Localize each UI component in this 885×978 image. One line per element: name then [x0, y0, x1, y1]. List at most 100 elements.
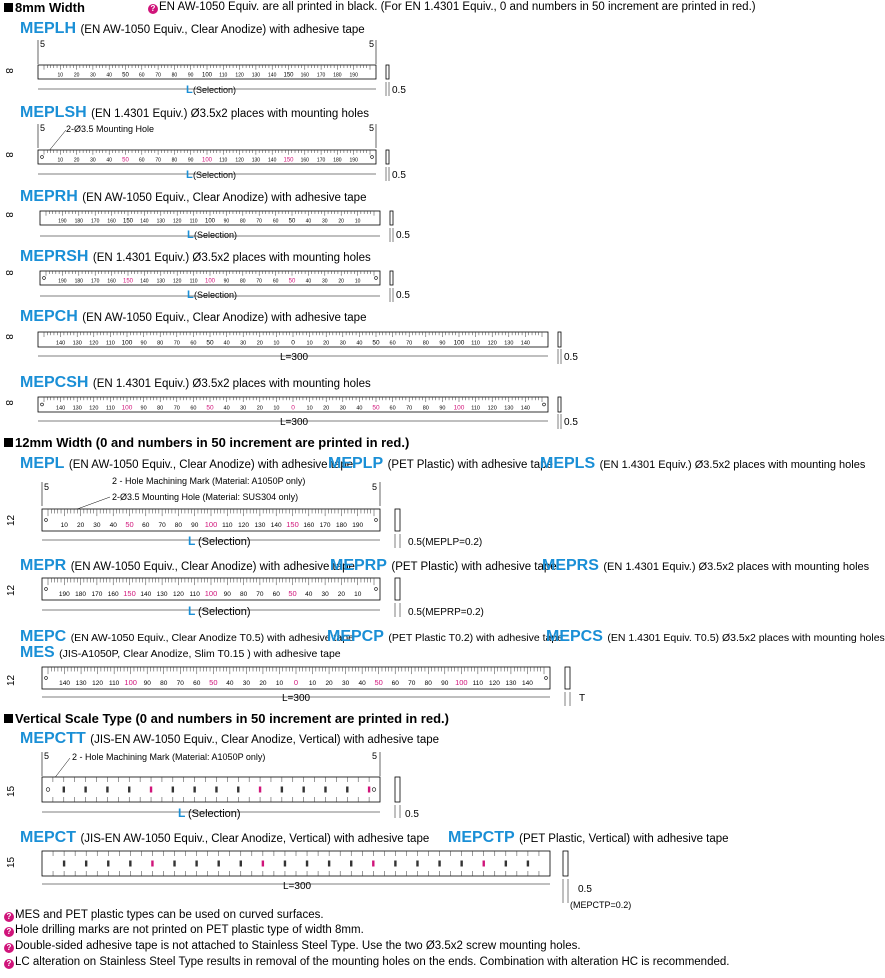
tick-label: 120	[489, 680, 500, 687]
tick-label: 120	[238, 522, 249, 529]
tick-label: 20	[338, 278, 344, 284]
tick-label: 70	[155, 72, 161, 78]
tick-label: 90	[439, 340, 445, 346]
dim-five: 5	[369, 39, 374, 49]
tick-label: 180	[75, 278, 84, 284]
tick-label: 130	[157, 591, 168, 598]
tick-label: 140	[59, 680, 70, 687]
product-title-mepct: MEPCT (JIS-EN AW-1050 Equiv., Clear Anod…	[20, 829, 430, 846]
callout-machining-mark: 2 - Hole Machining Mark (Material: A1050…	[72, 752, 265, 762]
tick-label: 0	[294, 678, 298, 687]
vertical-mark	[215, 786, 218, 793]
tick-label: 190	[58, 278, 67, 284]
tick-label: 70	[174, 405, 180, 411]
tick-label: 40	[106, 157, 112, 163]
tick-label: 110	[222, 522, 233, 529]
tick-label: 90	[224, 591, 232, 598]
tick-label: 10	[276, 680, 284, 687]
tick-label: 30	[93, 522, 101, 529]
tick-label: 170	[317, 157, 326, 163]
tick-label: 100	[202, 157, 213, 163]
tick-label: 90	[188, 157, 194, 163]
tick-label: 140	[268, 72, 277, 78]
product-title-meplh: MEPLH (EN AW-1050 Equiv., Clear Anodize)…	[20, 20, 365, 37]
tick-label: 50	[372, 404, 380, 411]
tick-label: 170	[91, 591, 102, 598]
tick-label: 40	[226, 680, 234, 687]
product-title-meplsh: MEPLSH (EN 1.4301 Equiv.) Ø3.5x2 places …	[20, 104, 369, 121]
tick-label: 90	[439, 405, 445, 411]
dim-selection: (Selection)	[193, 170, 236, 180]
dim-thickness: 0.5	[405, 809, 419, 820]
vertical-mark	[106, 786, 109, 793]
tick-label: 60	[142, 522, 150, 529]
tick-label: 110	[471, 340, 480, 346]
tick-label: 20	[338, 591, 346, 598]
tick-label: 80	[240, 218, 246, 224]
tick-label: 60	[193, 680, 201, 687]
tick-label: 70	[256, 591, 264, 598]
drawing-mepl: 5 5 2 - Hole Machining Mark (Material: A…	[6, 476, 482, 548]
dim-thickness: 0.5	[396, 290, 410, 301]
tick-label: 180	[336, 522, 347, 529]
tick-label: 80	[423, 340, 429, 346]
tick-label: 80	[175, 522, 183, 529]
vertical-scale	[52, 851, 540, 876]
product-title-meprsh: MEPRSH (EN 1.4301 Equiv.) Ø3.5x2 places …	[20, 248, 371, 265]
product-title-mepch: MEPCH (EN AW-1050 Equiv., Clear Anodize)…	[20, 308, 367, 325]
tick-label: 190	[352, 522, 363, 529]
tick-label: 110	[190, 591, 201, 598]
tick-label: 100	[124, 678, 137, 687]
vertical-mark	[482, 860, 485, 867]
section-12mm-heading: 12mm Width (0 and numbers in 50 incremen…	[4, 435, 409, 450]
tick-label: 150	[283, 157, 294, 163]
dim-height: 8	[3, 400, 14, 406]
dim-height: 8	[3, 270, 14, 276]
tick-label: 190	[350, 72, 359, 78]
tick-label: 50	[122, 157, 129, 163]
tick-label: 150	[123, 278, 134, 284]
vertical-mark	[526, 860, 530, 867]
callout-mount-hole: 2-Ø3.5 Mounting Hole	[66, 124, 154, 134]
tick-label: 120	[488, 405, 497, 411]
tick-label: 0	[291, 339, 295, 346]
vertical-mark	[193, 786, 196, 793]
mount-hole	[370, 155, 374, 159]
tick-label: 160	[107, 218, 116, 224]
tick-label: 140	[522, 680, 533, 687]
info-icon: ?	[4, 959, 14, 969]
tick-label: 100	[454, 339, 465, 346]
tick-label: 110	[473, 680, 484, 687]
dim-thickness: 0.5	[392, 85, 406, 96]
tick-label: 100	[205, 278, 216, 284]
product-title-mepls: MEPLS (EN 1.4301 Equiv.) Ø3.5x2 places w…	[540, 455, 866, 472]
tick-label: 40	[306, 218, 312, 224]
dim-l300: L=300	[280, 417, 309, 428]
tick-label: 40	[356, 340, 362, 346]
mount-hole	[44, 518, 48, 522]
tick-label: 120	[235, 72, 244, 78]
vertical-mark	[239, 860, 242, 867]
tick-label: 70	[256, 278, 262, 284]
tick-label: 70	[406, 340, 412, 346]
tick-label: 180	[75, 591, 86, 598]
tick-label: 100	[205, 520, 218, 529]
product-title-mepcp: MEPCP (PET Plastic T0.2) with adhesive t…	[327, 628, 564, 645]
tick-label: 50	[289, 218, 296, 224]
tick-label: 170	[317, 72, 326, 78]
callout-machining-mark: 2 - Hole Machining Mark (Material: A1050…	[112, 476, 305, 486]
product-title-meprh: MEPRH (EN AW-1050 Equiv., Clear Anodize)…	[20, 188, 367, 205]
tick-label: 60	[390, 340, 396, 346]
tick-label: 10	[309, 680, 317, 687]
dim-height: 8	[3, 152, 14, 158]
tick-label: 20	[323, 340, 329, 346]
tick-label: 10	[273, 405, 279, 411]
dim-l300: L=300	[280, 352, 309, 363]
